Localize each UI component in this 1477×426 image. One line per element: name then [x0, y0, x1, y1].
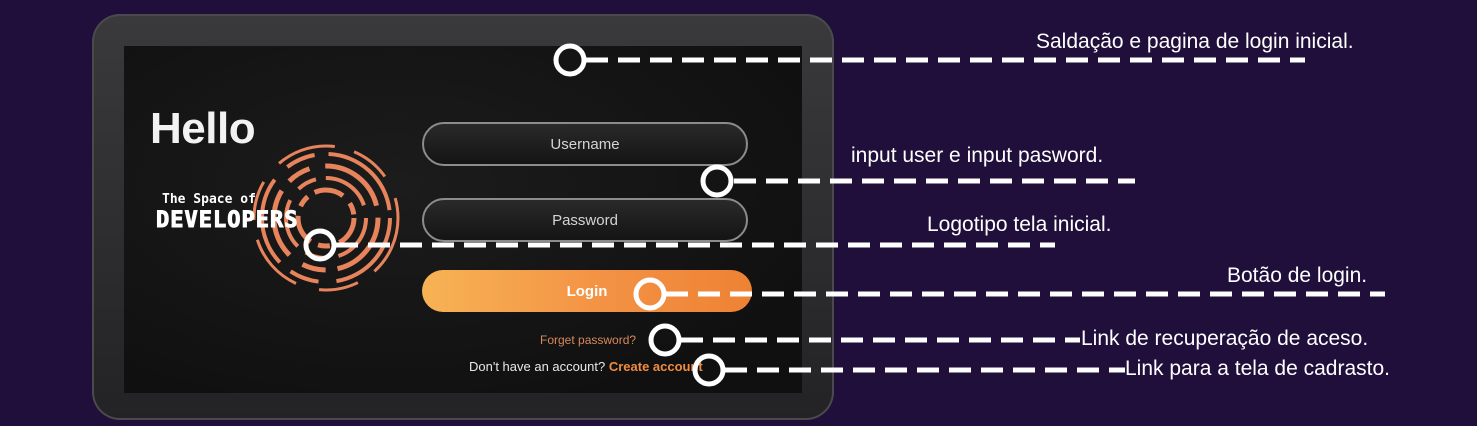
create-account-link[interactable]: Create account — [608, 359, 703, 374]
username-input[interactable] — [422, 122, 748, 166]
annotation-marker-forgot — [648, 323, 682, 357]
login-button[interactable]: Login — [422, 270, 752, 312]
annotation-logo: Logotipo tela inicial. — [927, 213, 1112, 236]
logo-wordmark: Developers — [155, 208, 299, 234]
annotation-forgot: Link de recuperação de aceso. — [1081, 327, 1369, 350]
annotation-marker-inputs — [700, 164, 734, 198]
greeting-title: Hello — [150, 104, 256, 153]
forgot-password-link[interactable]: Forget password? — [540, 333, 637, 347]
annotation-marker-signup — [692, 353, 726, 387]
password-input[interactable] — [422, 198, 748, 242]
logo-tagline: The Space of — [162, 192, 256, 207]
annotation-greeting: Saldação e pagina de login inicial. — [1036, 30, 1354, 53]
annotation-login: Botão de login. — [1227, 264, 1368, 287]
annotation-marker-login — [633, 277, 667, 311]
annotation-marker-logo — [303, 228, 337, 262]
annotation-inputs: input user e input pasword. — [851, 144, 1104, 167]
developers-logo-icon — [252, 144, 400, 292]
annotation-marker-greeting — [553, 43, 587, 77]
annotation-signup: Link para a tela de cadrasto. — [1125, 357, 1391, 380]
no-account-text: Don't have an account? — [469, 359, 606, 374]
signup-prompt: Don't have an account? Create account — [469, 359, 703, 374]
